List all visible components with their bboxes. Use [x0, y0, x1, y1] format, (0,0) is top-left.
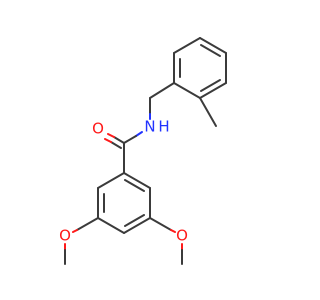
- bond: [97, 217, 125, 234]
- amide-nitrogen-label: N: [144, 118, 155, 136]
- methyl-bond: [199, 97, 217, 127]
- methoxy-bond: [76, 217, 99, 231]
- bond: [97, 172, 125, 189]
- methoxy-bond: [170, 229, 176, 233]
- amide-hydrogen-label: H: [158, 118, 169, 136]
- bond: [199, 37, 227, 54]
- n-carbonyl-bond: [123, 135, 137, 144]
- carbonyl-bond: [113, 136, 125, 144]
- molecule-canvas: O N H O O: [59, 37, 227, 265]
- bond: [173, 82, 201, 99]
- carbonyl-double-bond: [104, 138, 112, 143]
- n-carbonyl-bond: [135, 131, 143, 137]
- methoxy-bond: [149, 217, 172, 231]
- bond: [173, 37, 201, 54]
- methoxy-oxygen-left-label: O: [59, 227, 71, 245]
- aromatic-inner-bond: [124, 179, 145, 192]
- bond: [123, 172, 151, 189]
- aromatic-inner-bond: [200, 44, 221, 57]
- bond: [123, 217, 151, 234]
- bond: [199, 82, 227, 99]
- carbonyl-bond: [107, 133, 115, 138]
- molecule-structure: O N H O O: [59, 37, 227, 265]
- methoxy-bond: [72, 229, 78, 233]
- aromatic-inner-bond: [124, 214, 145, 227]
- carbonyl-oxygen-label: O: [92, 120, 104, 138]
- benzyl-bond: [149, 82, 175, 99]
- aromatic-inner-bond: [200, 79, 221, 92]
- methoxy-oxygen-right-label: O: [176, 227, 188, 245]
- carbonyl-double-bond: [110, 141, 122, 149]
